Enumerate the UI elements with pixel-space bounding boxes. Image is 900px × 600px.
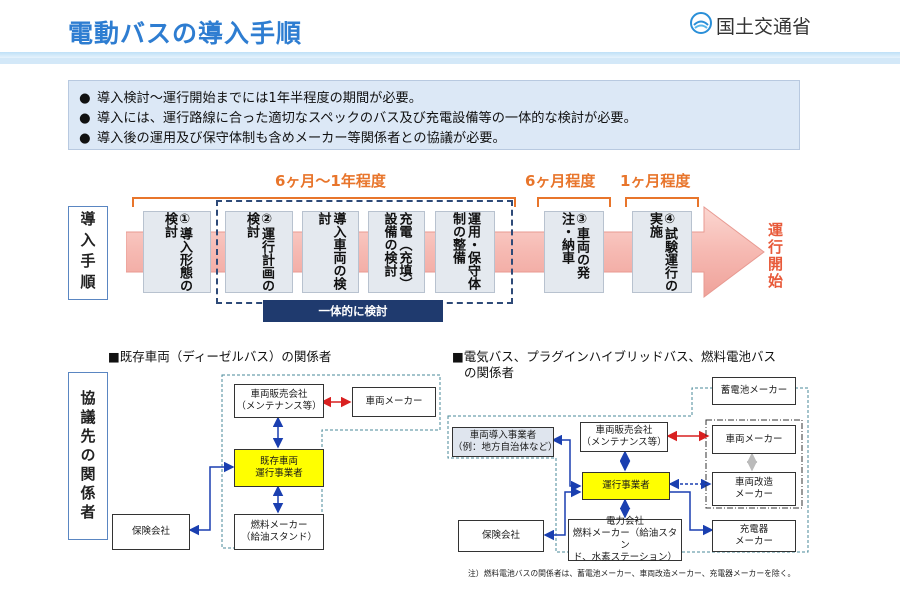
period-bracket bbox=[132, 197, 516, 207]
summary-box: ●導入検討～運行開始までには1年半程度の期間が必要。 ●導入には、運行路線に合っ… bbox=[68, 80, 800, 150]
power-fuel-node: 電力会社 燃料メーカー（給油スタン ド、水素ステーション） bbox=[568, 516, 682, 563]
service-start-label: 運行開始 bbox=[766, 222, 784, 290]
bullet-dot-icon: ● bbox=[79, 111, 91, 126]
period-label: 1ヶ月程度 bbox=[620, 172, 691, 190]
period-label: 6ヶ月程度 bbox=[525, 172, 596, 190]
electric-operator-node: 運行事業者 bbox=[582, 472, 670, 500]
diesel-maker-node: 車両メーカー bbox=[352, 387, 436, 417]
period-bracket bbox=[537, 197, 611, 207]
electric-maker-node: 車両メーカー bbox=[712, 425, 796, 454]
summary-bullet: ●導入検討～運行開始までには1年半程度の期間が必要。 bbox=[79, 91, 422, 106]
step-box: ③車両の発注・納車 bbox=[544, 211, 604, 293]
step-box: ①導入形態の検討 bbox=[143, 211, 211, 293]
charger-maker-node: 充電器 メーカー bbox=[712, 520, 796, 552]
footnote: 注）燃料電池バスの関係者は、蓄電池メーカー、車両改造メーカー、充電器メーカーを除… bbox=[468, 569, 796, 578]
step-box: ②運行計画の検討 bbox=[225, 211, 293, 293]
bullet-dot-icon: ● bbox=[79, 91, 91, 106]
stakeholders-rail-label: 協議先の関係者 bbox=[68, 372, 108, 540]
step-box: 運用・保守体制の整備 bbox=[435, 211, 495, 293]
bullet-dot-icon: ● bbox=[79, 131, 91, 146]
joint-review-badge: 一体的に検討 bbox=[263, 300, 443, 322]
step-box: 充電（充填）設備の検討 bbox=[368, 211, 425, 293]
electric-insurance-node: 保険会社 bbox=[458, 520, 544, 552]
period-bracket bbox=[625, 197, 699, 207]
modification-maker-node: 車両改造 メーカー bbox=[712, 472, 796, 506]
page-title: 電動バスの導入手順 bbox=[68, 19, 303, 48]
step-box: 導入車両の検討 bbox=[302, 211, 359, 293]
diesel-dealer-node: 車両販売会社 （メンテナンス等） bbox=[234, 384, 324, 418]
diesel-operator-node: 既存車両 運行事業者 bbox=[234, 449, 324, 487]
electric-dealer-node: 車両販売会社 （メンテナンス等） bbox=[580, 422, 668, 452]
procedure-rail-label: 導入手順 bbox=[68, 206, 108, 300]
ministry-logo-icon bbox=[690, 12, 712, 34]
diesel-section-heading: ■既存車両（ディーゼルバス）の関係者 bbox=[108, 349, 332, 364]
title-underline-lower bbox=[0, 58, 900, 64]
electric-section-heading-cont: の関係者 bbox=[464, 365, 515, 380]
period-label: 6ヶ月～1年程度 bbox=[275, 172, 386, 190]
electric-section-heading: ■電気バス、プラグインハイブリッドバス、燃料電池バス bbox=[452, 349, 777, 364]
battery-maker-node: 蓄電池メーカー bbox=[712, 377, 796, 405]
diesel-fuel-node: 燃料メーカー （給油スタンド） bbox=[234, 514, 324, 550]
diesel-insurance-node: 保険会社 bbox=[112, 514, 190, 550]
step-box: ④試験運行の実施 bbox=[632, 211, 692, 293]
ministry-name: 国土交通省 bbox=[716, 16, 812, 38]
title-underline bbox=[0, 52, 900, 58]
vehicle-introducer-node: 車両導入事業者 （例：地方自治体など） bbox=[452, 427, 558, 457]
summary-bullet: ●導入後の運用及び保守体制も含めメーカー等関係者との協議が必要。 bbox=[79, 131, 506, 146]
summary-bullet: ●導入には、運行路線に合った適切なスペックのバス及び充電設備等の一体的な検討が必… bbox=[79, 111, 637, 126]
